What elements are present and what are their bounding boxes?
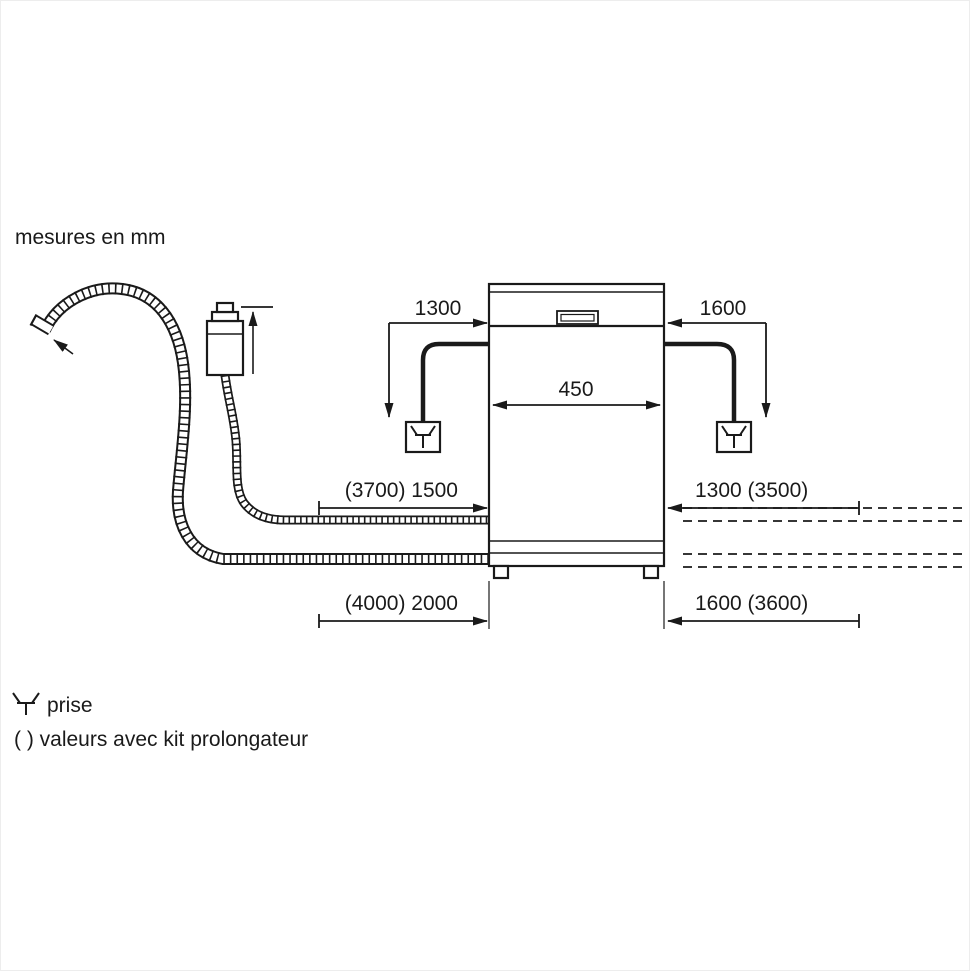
drain-hose-ribs	[39, 282, 493, 565]
dim-label-hose-lower-left: (4000) 2000	[345, 592, 458, 615]
dim-label-hose-lower-right: 1600 (3600)	[695, 592, 808, 615]
plug-icon	[410, 425, 436, 448]
dim-label-power-cord-right: 1600	[700, 297, 747, 320]
dimension-power-cord-left: 1300	[384, 297, 488, 418]
spout-pointer-arrow	[53, 339, 74, 355]
dimension-hose-upper-left: (3700) 1500	[318, 479, 488, 515]
diagram-title: mesures en mm	[15, 226, 166, 249]
extension-hose-dashed-lines	[683, 507, 964, 568]
power-cord-right	[663, 341, 753, 454]
dimension-hose-upper-right: 1300 (3500)	[667, 479, 860, 515]
legend: prise ( ) valeurs avec kit prolongateur	[12, 692, 308, 751]
dimension-power-cord-right: 1600	[667, 297, 771, 418]
dim-label-hose-upper-right: 1300 (3500)	[695, 479, 808, 502]
dim-label-machine-width: 450	[558, 378, 593, 401]
dimension-hose-lower-right: 1600 (3600)	[667, 592, 860, 628]
tap-fitting	[205, 301, 273, 377]
dishwasher-body	[487, 282, 666, 568]
dishwasher-foot-left	[492, 564, 510, 580]
control-panel-display	[556, 310, 599, 325]
dishwasher	[487, 282, 666, 629]
legend-plug-label: prise	[47, 694, 93, 717]
supply-hose	[220, 374, 493, 525]
plug-icon	[12, 692, 40, 715]
drain-hose-spout	[29, 313, 55, 336]
dim-label-power-cord-left: 1300	[415, 297, 462, 320]
dimension-hose-lower-left: (4000) 2000	[318, 592, 488, 628]
drain-hose	[29, 282, 493, 565]
dishwasher-foot-right	[642, 564, 660, 580]
dim-label-hose-upper-left: (3700) 1500	[345, 479, 458, 502]
dimension-machine-width: 450	[492, 378, 661, 410]
power-cord-left	[404, 341, 490, 454]
legend-extension-kit-label: ( ) valeurs avec kit prolongateur	[14, 728, 308, 751]
plug-icon	[721, 425, 747, 448]
